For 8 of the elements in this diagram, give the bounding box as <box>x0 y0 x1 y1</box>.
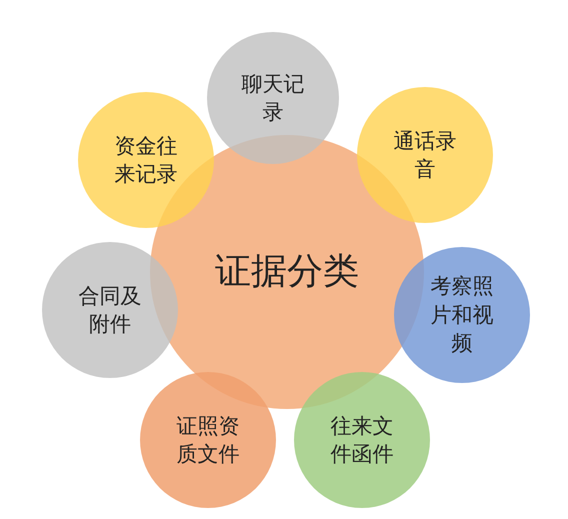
category-label: 考察照片和视频 <box>430 273 494 358</box>
category-label: 往来文件函件 <box>330 412 394 468</box>
center-title: 证据分类 <box>215 250 359 294</box>
category-label: 通话录音 <box>392 128 458 183</box>
category-label: 聊天记录 <box>240 70 306 126</box>
category-label: 证照资质文件 <box>176 412 240 468</box>
category-label: 合同及附件 <box>78 282 142 338</box>
category-label: 资金往来记录 <box>114 132 178 188</box>
